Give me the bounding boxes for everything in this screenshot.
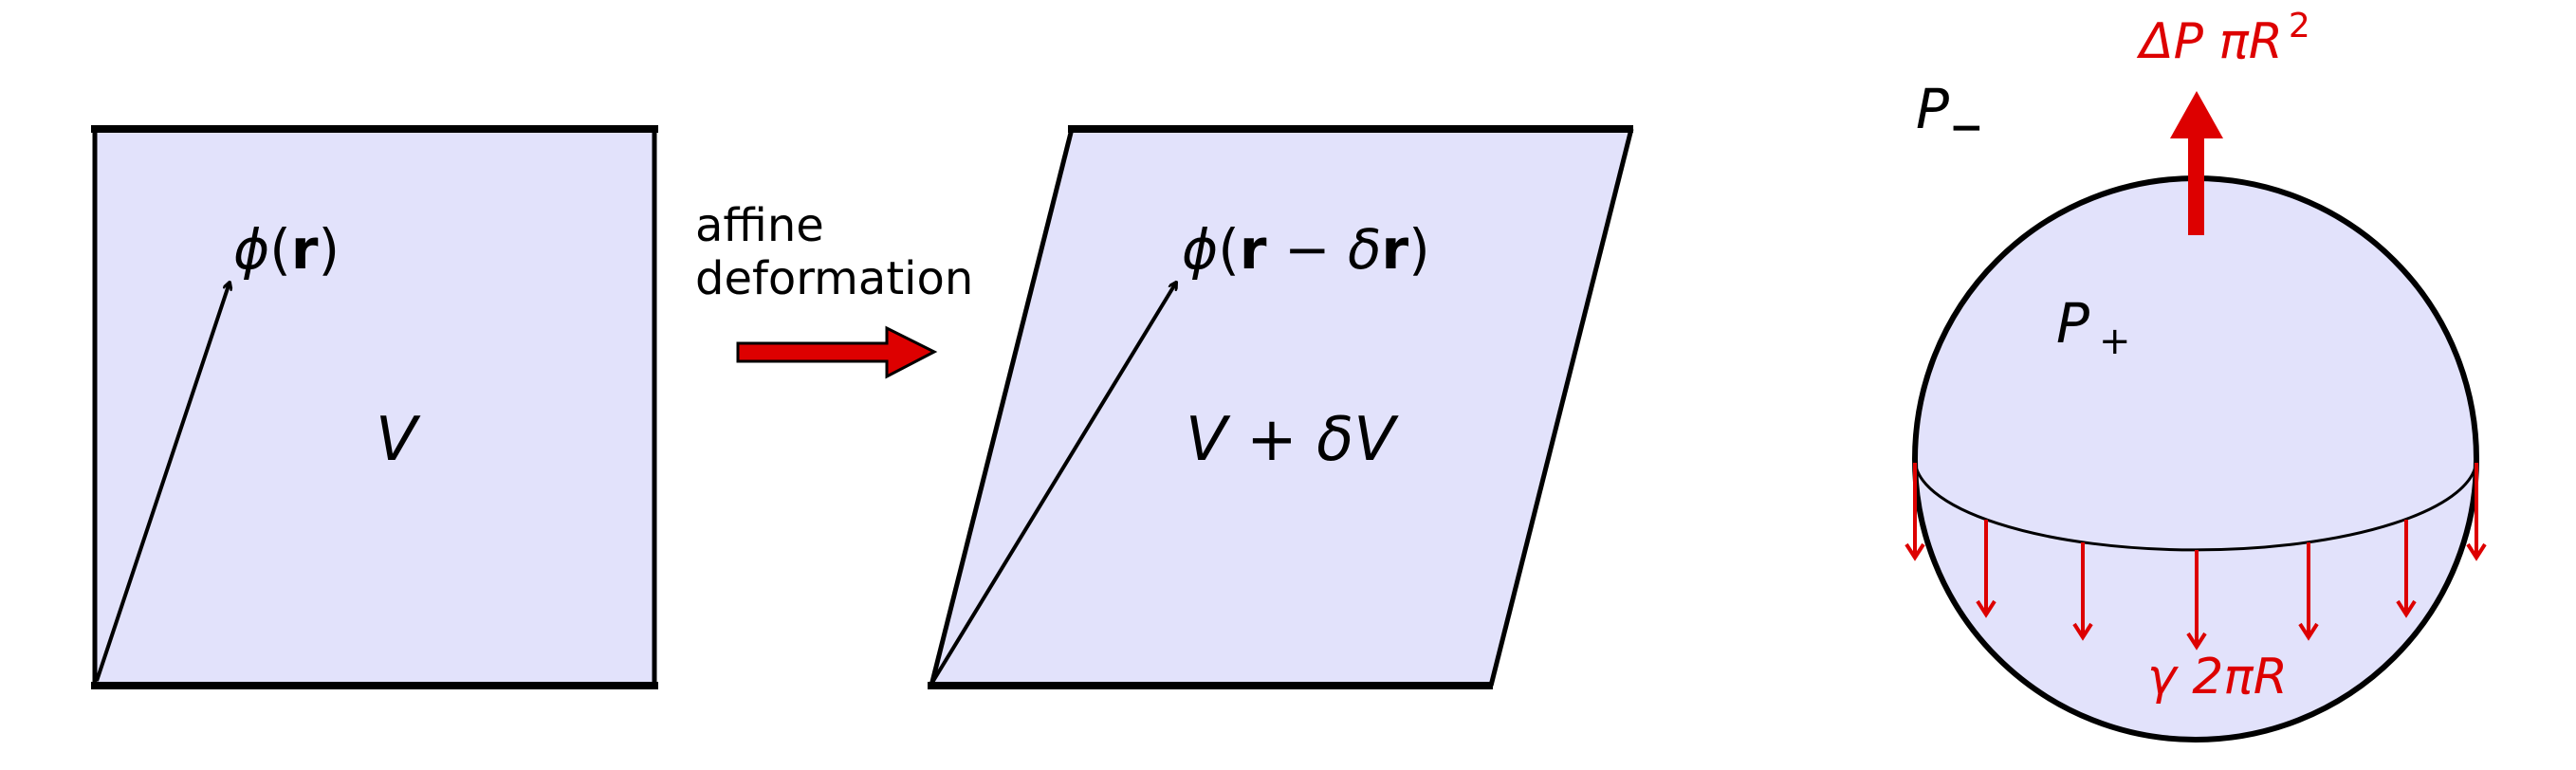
r-vector-2: r	[1239, 217, 1267, 282]
pressure-force-text: ΔP πR	[2140, 13, 2283, 70]
volume-label: V	[376, 405, 417, 475]
p-plus-sub: +	[2098, 320, 2131, 363]
field-label-original: ϕ(r)	[233, 222, 340, 277]
phi-symbol: ϕ	[233, 217, 270, 282]
tension-arrow-1	[1904, 463, 1925, 561]
deformation-arrow-icon	[736, 325, 938, 379]
surface-tension-label: γ 2πR	[2147, 649, 2288, 706]
tension-arrow-6	[2396, 520, 2417, 618]
minus-sign: −	[1266, 217, 1348, 282]
inside-pressure-label: P+	[2056, 296, 2131, 360]
r-vector-3: r	[1381, 217, 1409, 282]
field-label-deformed: ϕ(r − δr)	[1182, 222, 1430, 277]
arrow-label-line2: deformation	[695, 252, 974, 305]
paren-open-2: (	[1218, 217, 1240, 282]
r-vector: r	[290, 217, 319, 282]
paren-close-2: )	[1408, 217, 1430, 282]
pressure-force-exponent: 2	[2288, 7, 2310, 46]
pressure-force-arrow-icon	[2170, 91, 2223, 138]
deformed-volume-box	[931, 129, 1631, 686]
tension-arrow-5	[2298, 542, 2319, 641]
delta-symbol: δ	[1348, 217, 1382, 282]
deformed-right-edge	[1488, 128, 1634, 687]
droplet-equator-ellipse	[1913, 458, 2478, 552]
tension-arrow-7	[2466, 463, 2487, 561]
arrow-label-line1: affine	[695, 199, 824, 252]
tension-arrow-2	[1976, 520, 1996, 618]
deformed-left-edge	[929, 128, 1075, 687]
deformed-volume-label: V + δV	[1186, 405, 1396, 475]
pressure-force-shaft	[2188, 129, 2204, 235]
original-volume-box	[95, 129, 654, 686]
surface-tension-arrows	[1904, 463, 2487, 651]
phi-symbol-2: ϕ	[1182, 217, 1219, 282]
tension-arrow-3	[2072, 542, 2093, 641]
shifted-position-vector-arrow	[931, 283, 1176, 683]
paren-open: (	[269, 217, 291, 282]
position-vector-arrow	[95, 283, 230, 682]
paren-close: )	[318, 217, 340, 282]
p-plus-base: P	[2056, 291, 2089, 356]
p-minus-base: P	[1916, 77, 1949, 141]
p-minus-sub: −	[1948, 103, 1984, 152]
outside-pressure-label: P−	[1916, 82, 1984, 149]
tension-arrow-4	[2186, 550, 2207, 651]
